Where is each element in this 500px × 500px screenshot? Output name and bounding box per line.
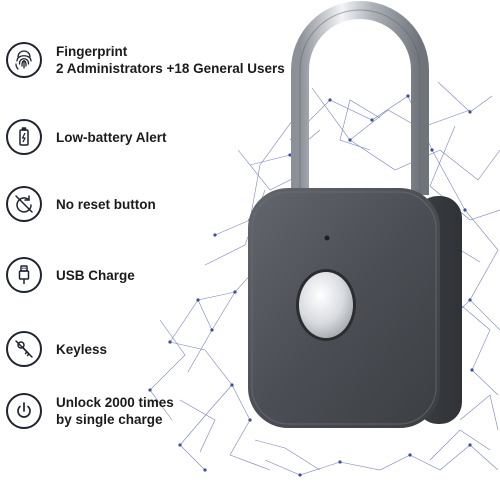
feature-low-battery-label: Low-battery Alert (56, 129, 167, 145)
feature-unlock-times-line2: by single charge (56, 412, 163, 427)
feature-usb-charge: USB Charge (6, 257, 135, 293)
usb-icon (6, 257, 42, 293)
feature-fingerprint-line2: 2 Administrators +18 General Users (56, 61, 285, 76)
feature-usb-charge-label: USB Charge (56, 267, 135, 283)
feature-low-battery: Low-battery Alert (6, 119, 167, 155)
feature-no-reset-label: No reset button (56, 196, 156, 212)
feature-unlock-times: Unlock 2000 times by single charge (6, 393, 174, 429)
feature-fingerprint: Fingerprint 2 Administrators +18 General… (6, 42, 285, 78)
power-icon (6, 393, 42, 429)
feature-no-reset: No reset button (6, 186, 156, 222)
feature-keyless: Keyless (6, 331, 107, 367)
no-key-icon (6, 331, 42, 367)
feature-fingerprint-line1: Fingerprint (56, 44, 128, 59)
fingerprint-icon (6, 42, 42, 78)
no-reset-icon (6, 186, 42, 222)
battery-icon (6, 119, 42, 155)
feature-unlock-times-line1: Unlock 2000 times (56, 395, 174, 410)
feature-keyless-label: Keyless (56, 341, 108, 357)
